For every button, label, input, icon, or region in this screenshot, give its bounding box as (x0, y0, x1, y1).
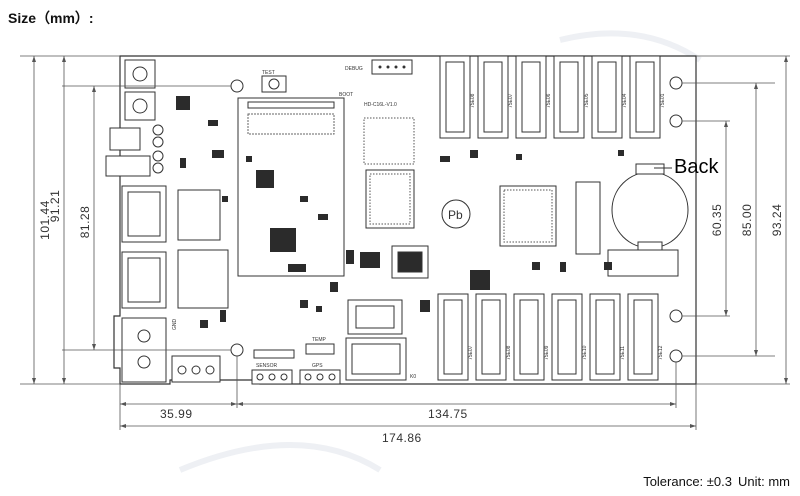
temp-connector (305, 343, 335, 355)
pb-free-logo (441, 199, 471, 229)
label-sensor: SENSOR (256, 363, 278, 369)
hub-connector: 75E11 (589, 293, 626, 381)
chip (397, 251, 423, 273)
hub-label: 75E10 (582, 345, 588, 360)
label-debug: DEBUG (345, 66, 363, 72)
label-test: TEST (262, 70, 275, 76)
back-label: Back (674, 156, 719, 178)
hub-label: 75E04 (622, 93, 628, 108)
hub-label: 75E05 (584, 93, 590, 108)
chip (176, 96, 190, 110)
bga-chip (499, 185, 557, 247)
hub-label: 75E06 (546, 93, 552, 108)
label-temp: TEMP (312, 337, 327, 343)
tolerance-text: Tolerance: ±0.3 (643, 474, 732, 489)
label-gnd: GND (172, 319, 178, 331)
coin-battery (611, 171, 689, 249)
page-title: Size（mm）: (8, 10, 94, 26)
hub-label: 75E11 (620, 346, 626, 360)
hub-label: 75E09 (544, 345, 550, 360)
test-button (261, 75, 287, 93)
hub-connector: 75E10 (551, 293, 588, 381)
dram-chip (363, 117, 415, 165)
label-k0: K0 (410, 374, 416, 380)
hub-label: 75E12 (658, 345, 664, 360)
chip (470, 270, 490, 290)
hub-connector: 75E09 (513, 293, 550, 381)
tactile-switch (124, 59, 156, 121)
dim-right-height-outer: 93.24 (770, 204, 784, 237)
hub-connector: 75E06 (515, 55, 552, 139)
hub-connector: 75E07 (477, 55, 514, 139)
hub-label: 75E08 (506, 345, 512, 360)
hub-label: 75E08 (470, 93, 476, 108)
smd-components (180, 120, 624, 328)
bga-chip (365, 169, 415, 229)
mounting-holes (230, 76, 683, 363)
hub-label: 75E07 (508, 93, 514, 108)
hub-connector: 75E12 (627, 293, 664, 381)
dim-left-offset: 35.99 (160, 407, 193, 421)
hub-label: 75E01 (660, 93, 666, 108)
hub-label: 75E07 (468, 345, 474, 360)
hub-connector: 75E08 (439, 55, 476, 139)
svg-text:Pb: Pb (448, 208, 463, 222)
dim-left-height-outer: 101.44 (38, 200, 52, 240)
hub-connector: 75E05 (553, 55, 590, 139)
dim-left-height-mid: 91.21 (48, 190, 62, 223)
watermark (178, 30, 702, 473)
board-model: HD-C16L-V1.0 (364, 102, 397, 108)
hub-connector: 75E08 (475, 293, 512, 381)
dim-inner-width: 134.75 (428, 407, 468, 421)
label-boot: BOOT (339, 92, 353, 98)
ethernet-port (121, 185, 229, 309)
hub-connectors-top: 75E08 75E07 75E06 75E05 75E04 75E01 (439, 55, 666, 139)
dim-overall-width: 174.86 (382, 431, 422, 445)
power-connector (121, 317, 221, 383)
hub-connector: 75E01 (629, 55, 666, 139)
hub-connectors-bottom: 75E07 75E08 75E09 75E10 75E11 75E12 (437, 293, 664, 381)
label-gps: GPS (312, 363, 323, 369)
tolerance-note: Tolerance: ±0.3 Unit: mm (637, 474, 790, 489)
ethernet-port (345, 337, 407, 381)
dim-right-height-mid: 85.00 (740, 204, 754, 237)
chip (256, 170, 274, 188)
chip (270, 228, 296, 252)
dimension-lines (20, 55, 790, 430)
dim-left-height-inner: 81.28 (78, 206, 92, 239)
hub-connector: 75E07 (437, 293, 474, 381)
unit-text: Unit: mm (738, 474, 790, 489)
debug-connector (371, 59, 413, 75)
hub-connector: 75E04 (591, 55, 628, 139)
dim-right-height-inner: 60.35 (710, 204, 724, 237)
